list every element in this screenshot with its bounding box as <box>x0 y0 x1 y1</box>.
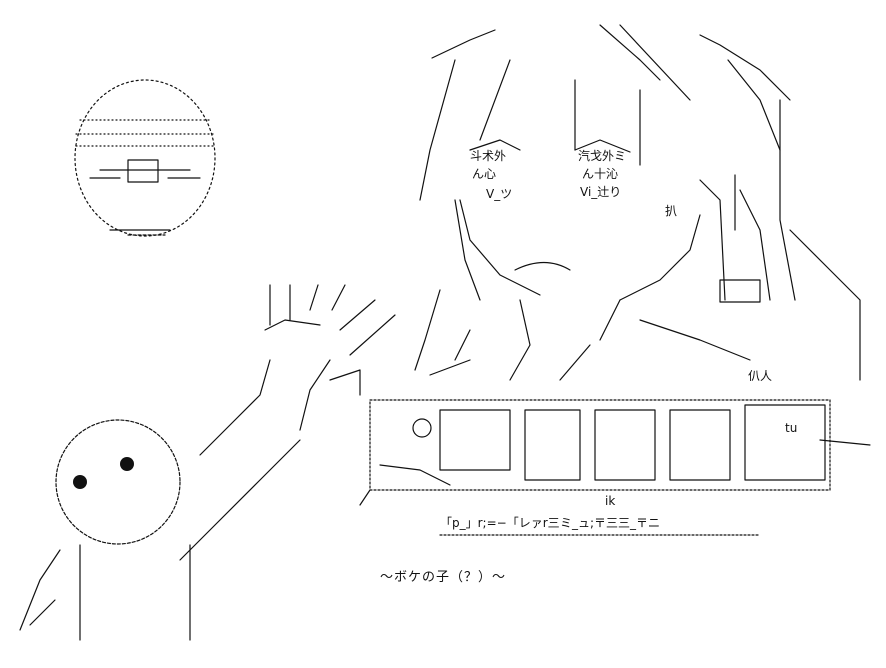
right-eye-mid-text: ん十沁 <box>582 167 618 181</box>
raised-arm <box>179 284 396 561</box>
sign-tu-mark: tu <box>785 421 797 435</box>
hand-mark-text: 仈人 <box>748 369 772 383</box>
right-eye-low-text: Vi_辻り <box>580 185 621 199</box>
right-eye-top-text: 汽戈外ミ <box>578 148 626 163</box>
sign-ik-mark: ik <box>605 494 615 508</box>
sign-row1-text: 「p_」r;=−「レァr三 <box>440 516 560 530</box>
left-eye-dot <box>73 475 87 489</box>
cheek-mark-text: 扒 <box>665 204 677 218</box>
caption-text: ～ボケの子（？）～ <box>379 570 506 585</box>
stick-figure <box>19 419 191 641</box>
left-eye-low-text: V_ツ <box>486 187 512 201</box>
sign-row2-text: ミ_ュ;〒三三_〒ニ <box>560 516 660 530</box>
left-eye-mid-text: ん心 <box>472 167 496 181</box>
right-eye-dot <box>120 457 134 471</box>
sunglasses-face-figure <box>74 79 216 237</box>
long-hair-girl-figure: 斗术外 汽戈外ミ ん心 ん十沁 V_ツ Vi_辻り 扒 仈人 <box>414 24 861 383</box>
left-eye-top-text: 斗术外 <box>470 149 506 163</box>
big-sign-board: tu ik 「p_」r;=−「レァr三 ミ_ュ;〒三三_〒ニ <box>359 399 871 536</box>
